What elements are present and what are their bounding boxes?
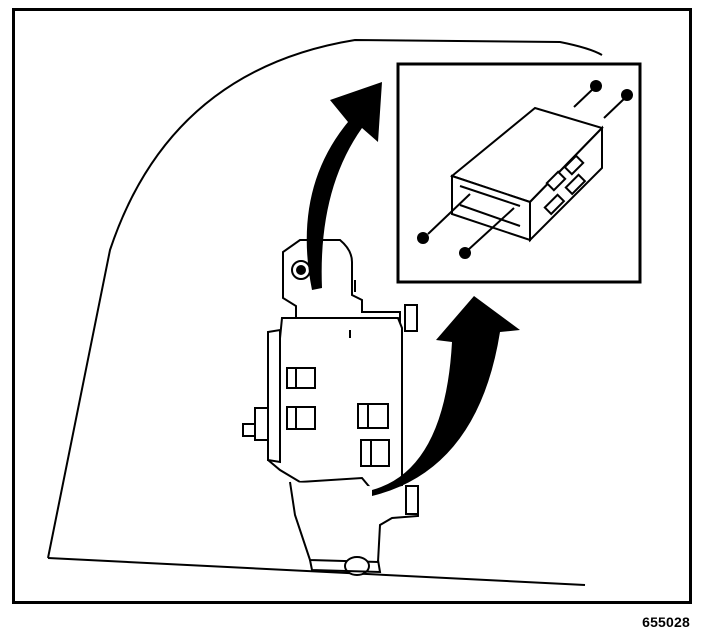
module-screws-detail-icon	[396, 62, 642, 284]
trim-panel-outline	[47, 38, 603, 586]
figure-id-label: 655028	[642, 614, 690, 630]
module-bracket-icon	[242, 239, 419, 576]
curved-arrow-right-icon	[372, 296, 520, 496]
curved-arrow-up-icon	[306, 82, 382, 290]
